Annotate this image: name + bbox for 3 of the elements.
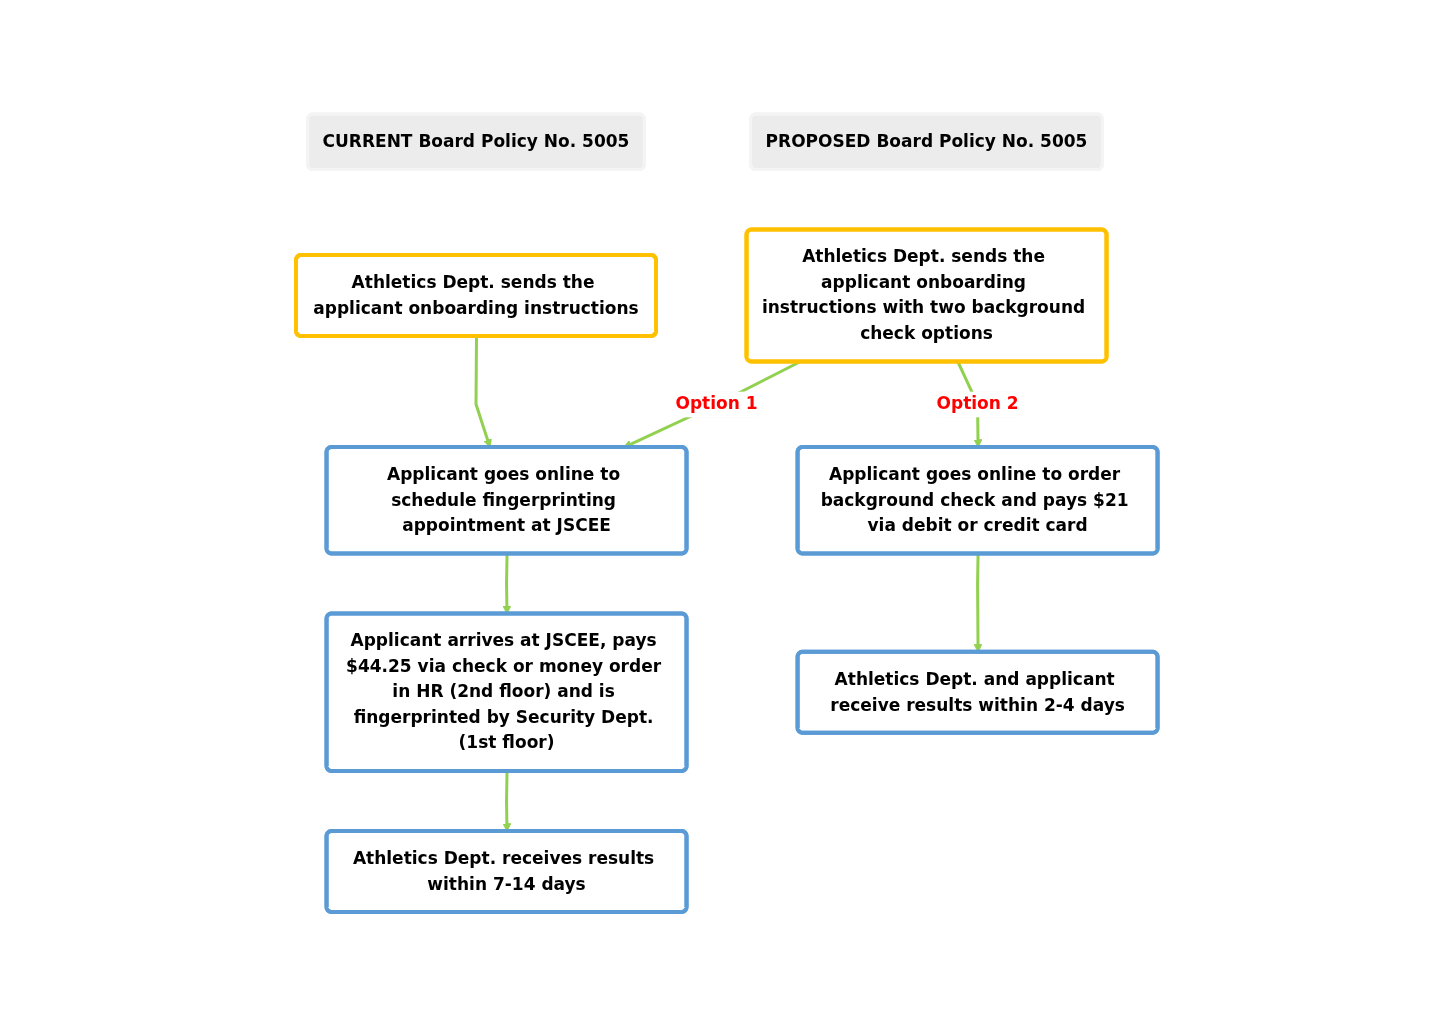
- edge-label: Option 1: [675, 393, 758, 414]
- node-text: Athletics Dept. sends the applicant onboarding instructions: [312, 272, 639, 318]
- edge-label: Option 2: [936, 393, 1019, 414]
